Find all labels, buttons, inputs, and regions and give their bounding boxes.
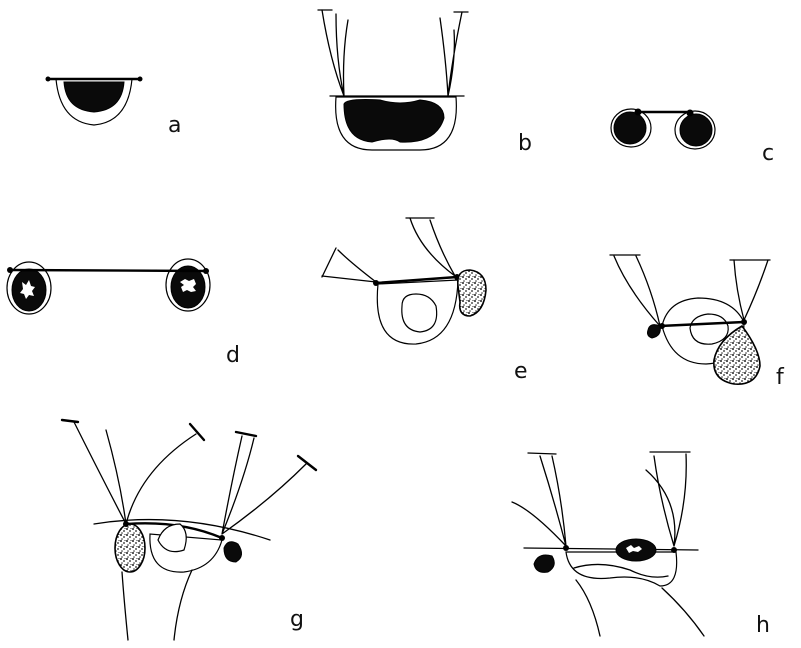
panel-f-label: f	[776, 365, 785, 390]
panel-h-flagellum-cap-left	[528, 453, 556, 454]
panel-d: d	[7, 259, 240, 368]
panel-f-vacuole	[690, 314, 728, 344]
panel-g-trailing-left	[122, 572, 128, 640]
panel-g-flagellum-cap-4	[298, 456, 316, 470]
panel-h-trailing-left	[576, 580, 600, 636]
panel-g-flagella-left	[74, 422, 196, 524]
panel-f-flagella-left	[614, 256, 660, 326]
panel-h-small-nucleus	[534, 555, 554, 572]
panel-f-centriole-right	[741, 319, 747, 325]
panel-c-centriole-right	[687, 110, 694, 117]
panel-b-nucleus	[344, 100, 444, 143]
panel-g-centriole-left	[123, 521, 129, 527]
panel-h-centriole-right	[671, 547, 677, 553]
panel-e-flagella-right	[410, 218, 455, 276]
panel-f-flagella-right	[734, 260, 768, 320]
panel-f-small-nucleus	[648, 325, 661, 338]
panel-e-nucleus	[458, 270, 486, 316]
panel-b-label: b	[518, 131, 532, 156]
panel-h-centriole-left	[563, 545, 569, 551]
panel-a-centriole-left	[46, 77, 51, 82]
panel-h-label: h	[756, 613, 770, 638]
panel-d-centriole-left	[7, 267, 13, 273]
panel-e-label: e	[514, 359, 528, 384]
panel-b-flagella-left	[322, 10, 348, 96]
panel-d-centriole-right	[203, 268, 209, 274]
panel-h-trailing-right	[662, 588, 704, 636]
panel-e-flagellum-cap-left	[322, 248, 336, 277]
panel-g-flagella-right	[222, 436, 306, 534]
panel-g-flagellum-cap-2	[190, 424, 204, 440]
panel-e-vacuole	[402, 294, 437, 332]
panel-g-nucleus	[115, 524, 145, 572]
panel-h-flagella-right	[646, 454, 686, 546]
panel-d-spindle-line	[10, 270, 206, 271]
panel-d-label: d	[226, 343, 240, 368]
panel-g-label: g	[290, 607, 304, 632]
panel-a-centriole-right	[138, 77, 143, 82]
panel-e-flagella-left	[322, 250, 376, 282]
panel-e: e	[322, 218, 528, 384]
panel-g-small-nucleus	[224, 542, 242, 562]
panel-c-label: c	[762, 141, 774, 166]
panel-c-centriole-left	[635, 109, 642, 116]
panel-c: c	[611, 109, 774, 167]
panel-a-label: a	[168, 113, 181, 138]
panel-e-centriole-left	[373, 280, 379, 286]
panel-c-nucleus-right	[680, 114, 712, 146]
panel-h: h	[512, 452, 770, 638]
panel-g-flagellum-cap-1	[62, 420, 78, 422]
panel-g: g	[62, 420, 316, 640]
panel-g-flagellum-cap-3	[236, 432, 256, 436]
panel-b-flagella-right	[440, 12, 462, 96]
panel-h-flagella-left	[512, 456, 566, 546]
panel-f: f	[610, 255, 785, 390]
panel-a: a	[46, 77, 182, 139]
panel-b: b	[318, 10, 532, 156]
panel-g-trailing-right	[174, 570, 192, 640]
panel-g-centriole-right	[219, 535, 225, 541]
panel-c-nucleus-left	[614, 112, 646, 144]
